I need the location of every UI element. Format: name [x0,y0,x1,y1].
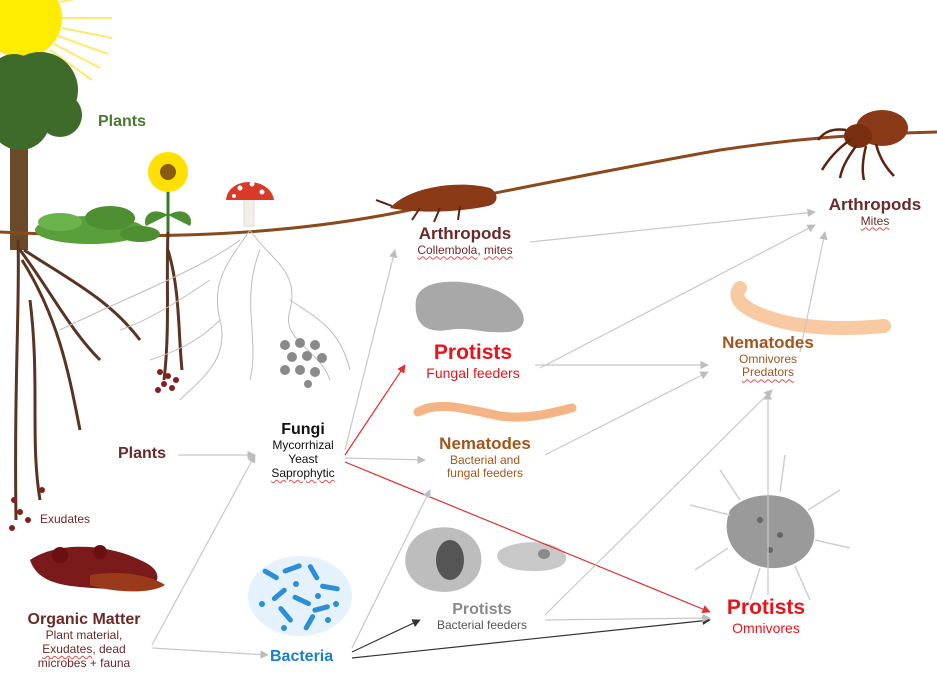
arthropods-1-sep: , [477,243,484,257]
collembola-icon [376,185,497,222]
nematodes-1-line2: fungal feeders [420,467,550,481]
bacteria-label: Bacteria [270,648,333,666]
arthropods-mites-label: Arthropods Mites [816,195,934,228]
amoeba-icon [690,455,850,600]
nematode-omnivore-icon [737,288,884,328]
nematodes-2-title: Nematodes [708,333,828,353]
arthropods-collembola-label: Arthropods Collembola, mites [400,224,530,257]
nematodes-1-line1: Bacterial and [420,454,550,468]
protists-fungal-label: Protists Fungal feeders [398,341,548,381]
bacteria-cluster-icon [248,556,352,636]
protists-bacterial-title: Protists [418,601,546,619]
plants-top-label: Plants [98,113,146,131]
arthropods-2-title: Arthropods [816,195,934,215]
roots-icon [16,232,182,520]
arthropods-1-collembola: Collembola [417,243,477,257]
arthropods-1-title: Arthropods [400,224,530,244]
mushroom-icon [226,182,274,227]
protists-fungal-sub: Fungal feeders [398,365,548,381]
flower-icon [145,152,191,232]
organic-matter-label: Organic Matter Plant material, Exudates,… [10,611,158,671]
protist-icon [416,282,524,333]
bacterial-protist-icon [405,527,566,592]
organic-matter-line3: microbes + fauna [10,657,158,671]
nematodes-bacterial-label: Nematodes Bacterial and fungal feeders [420,434,550,481]
nematodes-2-line1: Omnivores [708,353,828,367]
fungi-label: Fungi Mycorrhizal Yeast Saprophytic [258,421,348,481]
protists-bacterial-sub: Bacterial feeders [418,619,546,633]
arthropods-2-sub: Mites [861,214,890,228]
protists-fungal-title: Protists [398,341,548,365]
organic-matter-exudates: Exudates [42,642,92,656]
arthropods-1-mites: mites [484,243,513,257]
protists-bacterial-label: Protists Bacterial feeders [418,601,546,633]
plants-label: Plants [118,445,166,463]
protists-omni-title: Protists [708,596,824,620]
fungi-line3: Saprophytic [271,466,334,480]
fungi-title: Fungi [258,421,348,439]
fungi-line2: Yeast [258,453,348,467]
nematode-icon [418,406,572,417]
soil-surface-line [0,132,937,236]
exudates-label: Exudates [40,513,90,527]
fungi-line1: Mycorrhizal [258,439,348,453]
organic-matter-icon [30,545,165,591]
organic-matter-line1: Plant material, [10,629,158,643]
protists-omnivore-label: Protists Omnivores [708,596,824,636]
organic-matter-line2-rest: , dead [92,642,125,656]
fungal-hyphae [60,230,350,400]
mite-icon [818,110,908,180]
protists-omni-sub: Omnivores [708,620,824,636]
nematodes-1-title: Nematodes [420,434,550,454]
fern-icon [35,206,160,244]
nematodes-2-line2: Predators [742,365,794,379]
nematodes-omnivore-label: Nematodes Omnivores Predators [708,333,828,380]
organic-matter-title: Organic Matter [10,611,158,629]
